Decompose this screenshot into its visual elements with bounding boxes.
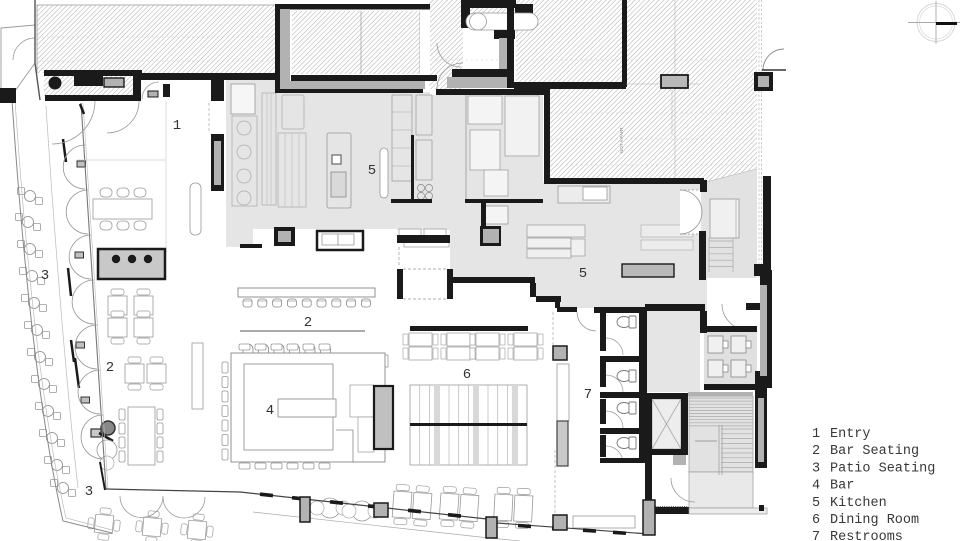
svg-text:1: 1 bbox=[173, 118, 181, 134]
svg-text:Restrooms: Restrooms bbox=[830, 530, 903, 541]
svg-text:6: 6 bbox=[812, 513, 820, 528]
svg-text:Bar: Bar bbox=[830, 479, 854, 494]
svg-text:2: 2 bbox=[812, 444, 820, 459]
svg-text:5: 5 bbox=[579, 266, 587, 282]
svg-text:4: 4 bbox=[812, 479, 820, 494]
svg-text:Entry: Entry bbox=[830, 427, 871, 442]
svg-text:1: 1 bbox=[812, 427, 820, 442]
svg-text:7: 7 bbox=[584, 387, 592, 403]
svg-text:3: 3 bbox=[41, 268, 49, 284]
svg-text:6: 6 bbox=[463, 367, 471, 383]
svg-text:5: 5 bbox=[368, 163, 376, 179]
svg-text:7: 7 bbox=[812, 530, 820, 541]
svg-text:Patio Seating: Patio Seating bbox=[830, 461, 935, 476]
svg-text:2: 2 bbox=[304, 315, 312, 331]
svg-text:4: 4 bbox=[266, 403, 274, 419]
svg-text:2: 2 bbox=[106, 360, 114, 376]
svg-text:3: 3 bbox=[85, 484, 93, 500]
svg-text:NOT A PART: NOT A PART bbox=[619, 127, 624, 153]
svg-text:Dining Room: Dining Room bbox=[830, 513, 919, 528]
svg-text:3: 3 bbox=[812, 461, 820, 476]
svg-text:Bar Seating: Bar Seating bbox=[830, 444, 919, 459]
svg-text:Kitchen: Kitchen bbox=[830, 496, 887, 511]
svg-text:5: 5 bbox=[812, 496, 820, 511]
